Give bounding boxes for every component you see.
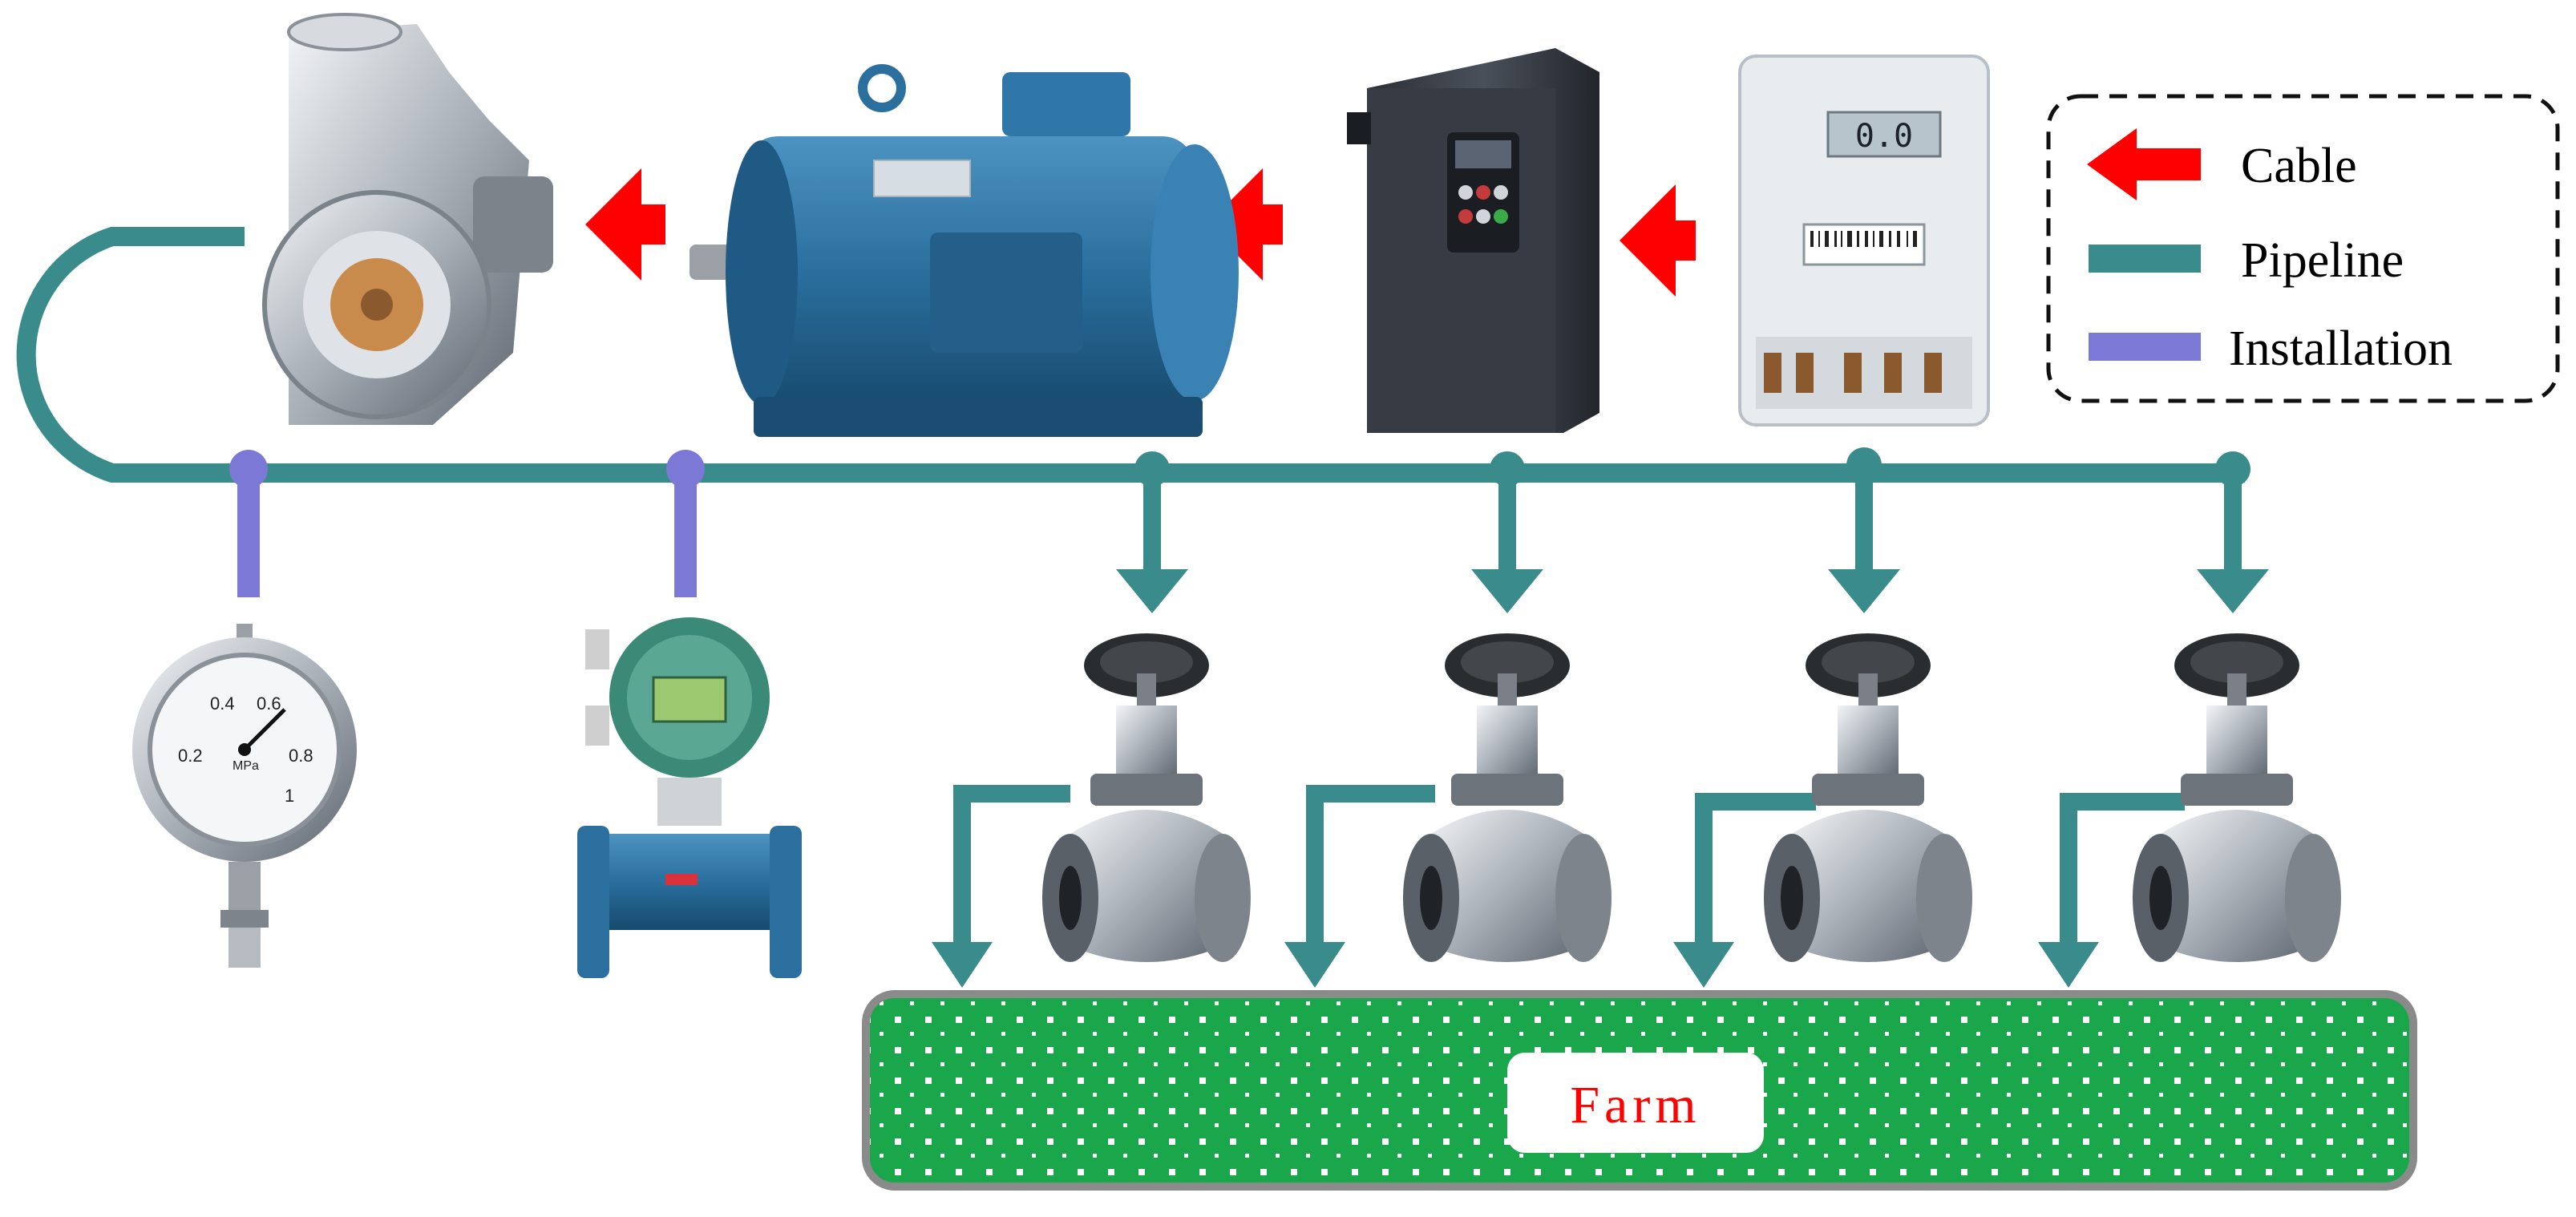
gauge-tick-1: 0.4 bbox=[210, 693, 235, 714]
installation-tap-gauge bbox=[229, 450, 268, 597]
valve-outlet-2 bbox=[1306, 785, 1435, 946]
valve-outlet-2-arrow bbox=[1284, 942, 1345, 988]
farm-label: Farm bbox=[1570, 1076, 1700, 1134]
purple-bar-icon bbox=[2089, 333, 2201, 361]
valve-outlet-4-arrow bbox=[2038, 942, 2099, 988]
gate-valve-4 bbox=[2133, 633, 2341, 962]
gauge-tick-2: 0.6 bbox=[257, 693, 281, 714]
gate-valve-2 bbox=[1403, 633, 1612, 962]
valve-branch-1 bbox=[1116, 451, 1188, 613]
frequency-converter bbox=[1347, 48, 1599, 433]
electricity-meter: 0.0 bbox=[1738, 55, 1990, 427]
gauge-needle bbox=[243, 708, 286, 751]
gate-valve-3 bbox=[1764, 633, 1972, 962]
farm-label-box bbox=[1507, 1053, 1764, 1153]
valve-outlet-1 bbox=[953, 785, 1070, 946]
gauge-tick-3: 0.8 bbox=[289, 746, 313, 766]
cable-arrow-pump bbox=[585, 168, 665, 281]
red-arrow-icon bbox=[2087, 128, 2201, 200]
legend-label-installation: Installation bbox=[2229, 321, 2453, 376]
valve-outlet-1-arrow bbox=[932, 942, 993, 988]
installation-tap-flowmeter bbox=[666, 450, 705, 597]
pressure-gauge: 0.2 0.4 0.6 0.8 1 MPa bbox=[132, 624, 357, 968]
gate-valve-1 bbox=[1042, 633, 1251, 962]
legend: Cable Pipeline Installation bbox=[2046, 94, 2560, 403]
legend-label-pipeline: Pipeline bbox=[2241, 233, 2404, 288]
valve-branch-4 bbox=[2197, 451, 2269, 613]
valve-branch-2 bbox=[1471, 451, 1543, 613]
valve-outlet-3-arrow bbox=[1673, 942, 1734, 988]
farm-area: Farm bbox=[862, 990, 2417, 1191]
legend-item-cable: Cable bbox=[2087, 128, 2357, 200]
electric-motor bbox=[689, 64, 1239, 437]
legend-item-installation: Installation bbox=[2089, 321, 2453, 376]
legend-item-pipeline: Pipeline bbox=[2089, 233, 2404, 288]
teal-bar-icon bbox=[2089, 245, 2201, 273]
centrifugal-pump bbox=[262, 13, 553, 425]
meter-display: 0.0 bbox=[1855, 118, 1913, 155]
valve-outlet-4 bbox=[2060, 793, 2185, 946]
legend-label-cable: Cable bbox=[2241, 139, 2357, 193]
cable-arrow-vfd bbox=[1620, 184, 1696, 297]
meter-barcode bbox=[1810, 231, 1917, 247]
gauge-unit: MPa bbox=[233, 759, 259, 773]
valve-branch-3 bbox=[1828, 447, 1900, 613]
cable-arrow-motor bbox=[1207, 168, 1283, 281]
gauge-tick-4: 1 bbox=[285, 786, 294, 806]
gauge-tick-0: 0.2 bbox=[178, 746, 203, 766]
electromagnetic-flowmeter bbox=[577, 617, 802, 978]
valve-outlet-3 bbox=[1695, 793, 1816, 946]
pipeline bbox=[16, 227, 2245, 483]
